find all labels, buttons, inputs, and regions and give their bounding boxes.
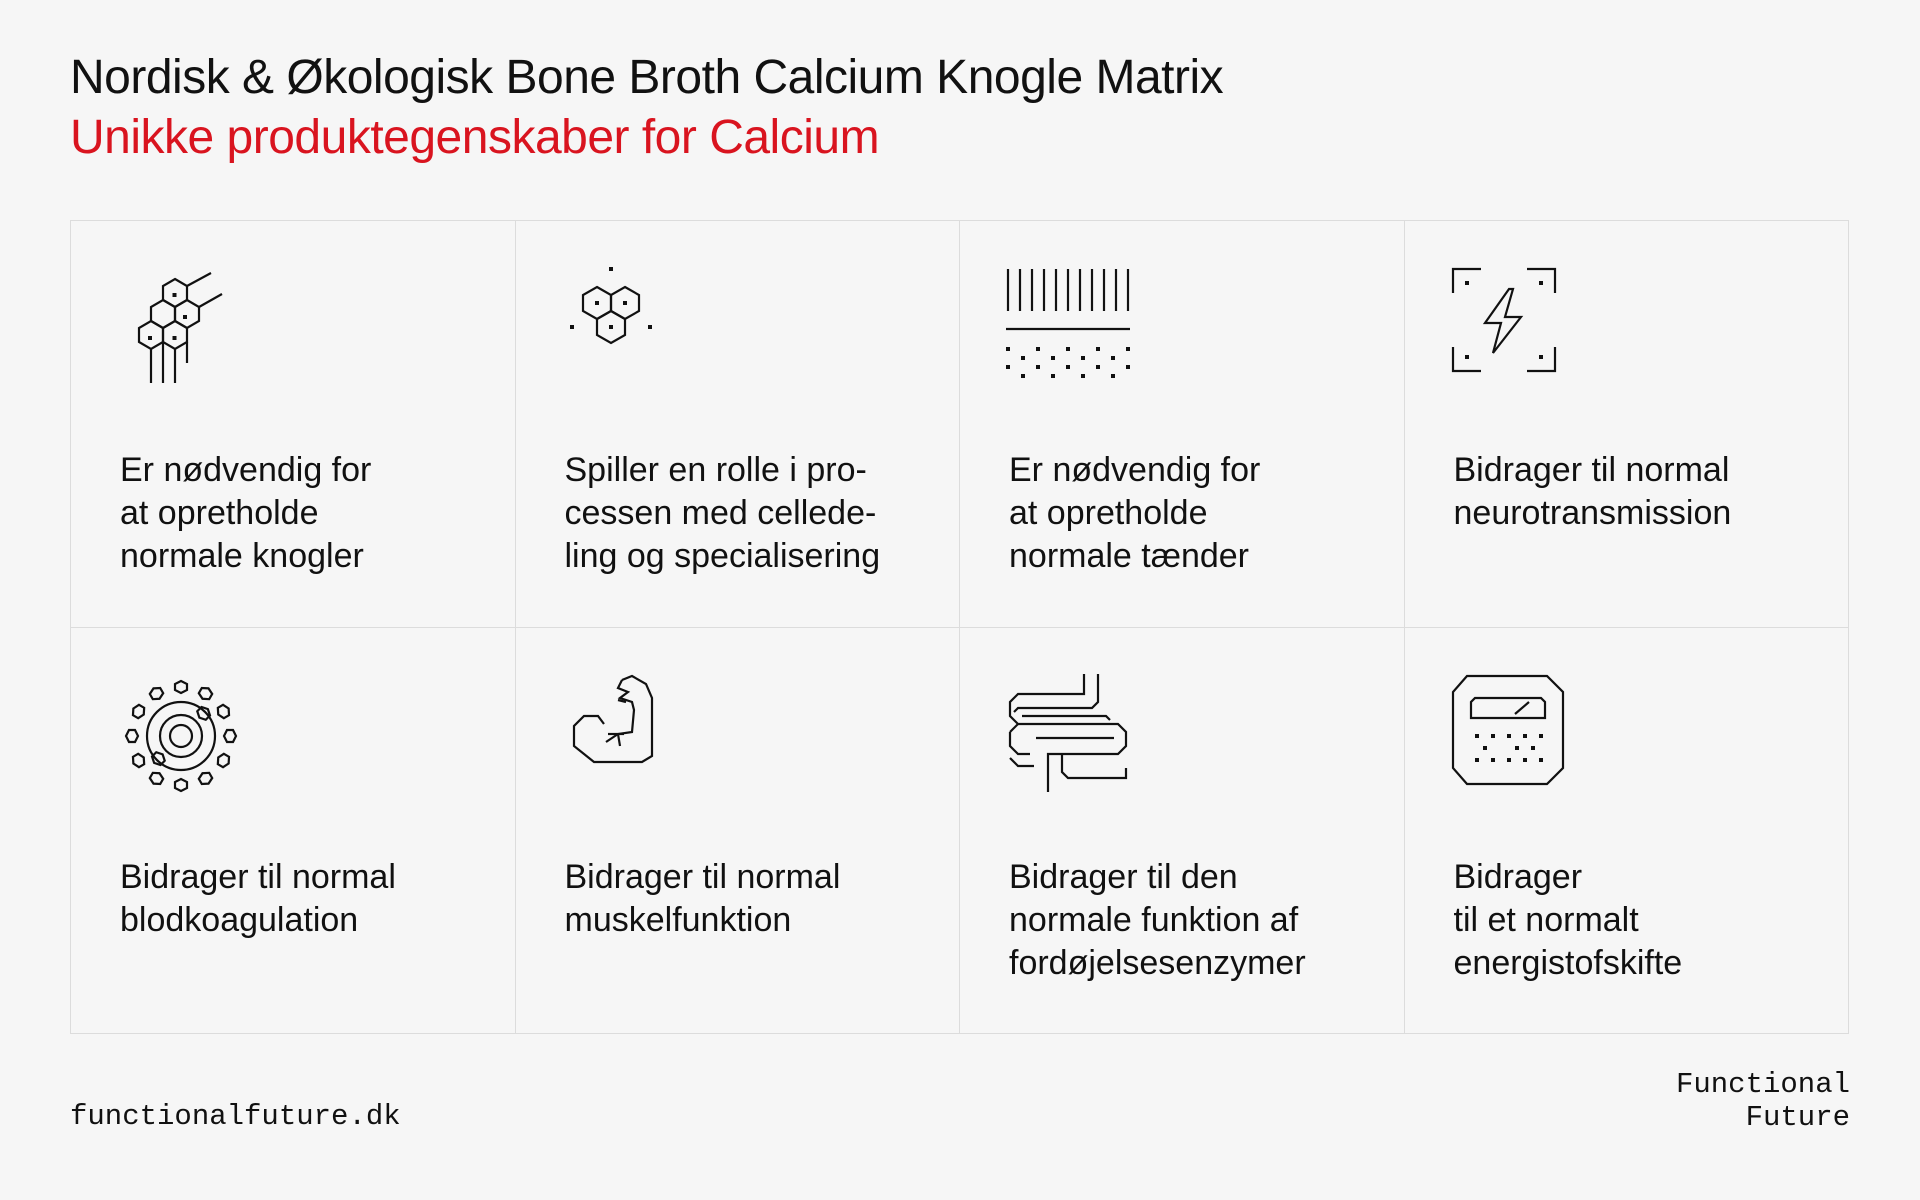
flexed-arm-icon <box>562 672 692 802</box>
energy-meter-icon <box>1451 672 1581 802</box>
page-subtitle: Unikke produktegenskaber for Calcium <box>70 111 880 164</box>
intestine-icon <box>1006 672 1136 802</box>
lightning-frame-icon <box>1451 265 1581 395</box>
blood-cell-ring-icon <box>117 672 247 802</box>
benefit-text-muscle: Bidrager til normal muskelfunktion <box>564 857 841 939</box>
benefit-text-cell-division: Spiller en rolle i pro- cessen med celle… <box>564 451 881 575</box>
benefit-text-digestion: Bidrager til den normale funktion af for… <box>1009 857 1306 982</box>
benefit-text-teeth: Er nødvendig for at opretholde normale t… <box>1009 451 1261 575</box>
benefit-text-bones: Er nødvendig for at opretholde normale k… <box>120 451 372 575</box>
benefit-card-blood: Bidrager til normal blodkoagulation <box>71 627 516 1034</box>
page-title: Nordisk & Økologisk Bone Broth Calcium K… <box>70 51 1224 104</box>
benefit-card-neurotransmission: Bidrager til normal neurotransmission <box>1404 221 1849 628</box>
brand-logo: Functional Future <box>1676 1068 1850 1134</box>
benefit-card-muscle: Bidrager til normal muskelfunktion <box>515 627 960 1034</box>
benefit-card-energy: Bidrager til et normalt energistofskifte <box>1404 627 1849 1034</box>
benefit-text-neurotransmission: Bidrager til normal neurotransmission <box>1453 451 1732 532</box>
benefit-text-blood: Bidrager til normal blodkoagulation <box>120 857 396 939</box>
molecule-bone-icon <box>117 265 247 395</box>
benefit-card-cell-division: Spiller en rolle i pro- cessen med celle… <box>515 221 960 628</box>
benefit-text-energy: Bidrager til et normalt energistofskifte <box>1453 857 1683 982</box>
teeth-lines-icon <box>1006 265 1136 395</box>
brand-line-2: Future <box>1745 1101 1850 1134</box>
brand-line-1: Functional <box>1675 1068 1850 1101</box>
benefit-card-bones: Er nødvendig for at opretholde normale k… <box>71 221 516 628</box>
footer-url[interactable]: functionalfuture.dk <box>70 1100 401 1133</box>
benefit-card-teeth: Er nødvendig for at opretholde normale t… <box>960 221 1405 628</box>
cell-division-icon <box>562 265 692 395</box>
benefits-grid: Er nødvendig for at opretholde normale k… <box>70 220 1849 1034</box>
benefit-card-digestion: Bidrager til den normale funktion af for… <box>960 627 1405 1034</box>
